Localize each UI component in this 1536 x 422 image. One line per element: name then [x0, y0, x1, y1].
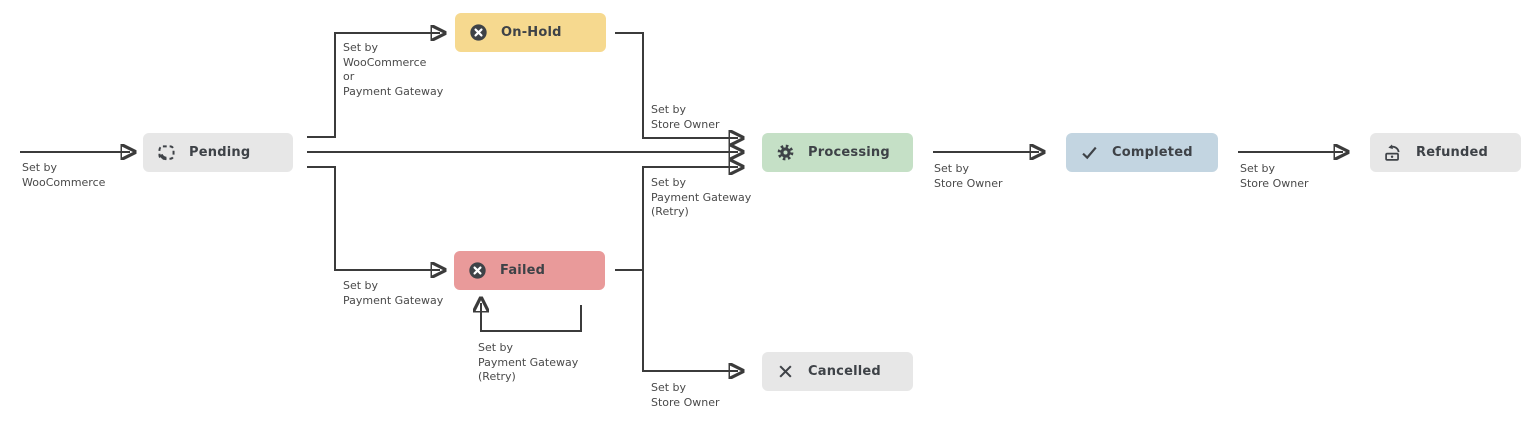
node-on-hold: On-Hold: [455, 13, 606, 52]
edge-pending-to-failed: [307, 166, 440, 270]
node-label: Completed: [1112, 145, 1193, 160]
edge-pending-to-onhold: [307, 33, 440, 138]
edge-label-pending-to-failed: Set by Payment Gateway: [343, 279, 444, 307]
node-failed: Failed: [454, 251, 605, 290]
node-refunded: Refunded: [1370, 133, 1521, 172]
edge-failed-to-processing: [615, 167, 738, 271]
node-label: Processing: [808, 145, 890, 160]
x-icon: [776, 362, 795, 381]
circle-x-icon: [469, 23, 488, 42]
edge-label-onhold-to-processing: Set by Store Owner: [651, 103, 720, 131]
edge-label-failed-retry-loop: Set by Payment Gateway (Retry): [478, 341, 579, 383]
edge-failed-to-cancelled: [642, 270, 738, 371]
node-label: Failed: [500, 263, 546, 278]
node-label: Cancelled: [808, 364, 881, 379]
node-label: Pending: [189, 145, 251, 160]
node-cancelled: Cancelled: [762, 352, 913, 391]
node-label: Refunded: [1416, 145, 1489, 160]
edge-label-entry: Set by WooCommerce: [22, 161, 106, 189]
edge-onhold-to-processing: [615, 32, 738, 138]
edge-label-processing-to-completed: Set by Store Owner: [934, 162, 1003, 190]
edge-failed-retry-loop: [481, 303, 582, 332]
node-label: On-Hold: [501, 25, 562, 40]
circle-x-icon: [468, 261, 487, 280]
gear-icon: [776, 143, 795, 162]
node-pending: Pending: [143, 133, 293, 172]
edge-label-failed-to-cancelled: Set by Store Owner: [651, 381, 720, 409]
edge-label-pending-to-onhold: Set by WooCommerce or Payment Gateway: [343, 41, 444, 98]
edge-label-completed-to-refunded: Set by Store Owner: [1240, 162, 1309, 190]
refund-icon: [1384, 143, 1403, 162]
node-completed: Completed: [1066, 133, 1218, 172]
edge-label-failed-to-processing: Set by Payment Gateway (Retry): [651, 176, 752, 218]
check-icon: [1080, 143, 1099, 162]
pending-dashed-box-icon: [157, 143, 176, 162]
node-processing: Processing: [762, 133, 913, 172]
